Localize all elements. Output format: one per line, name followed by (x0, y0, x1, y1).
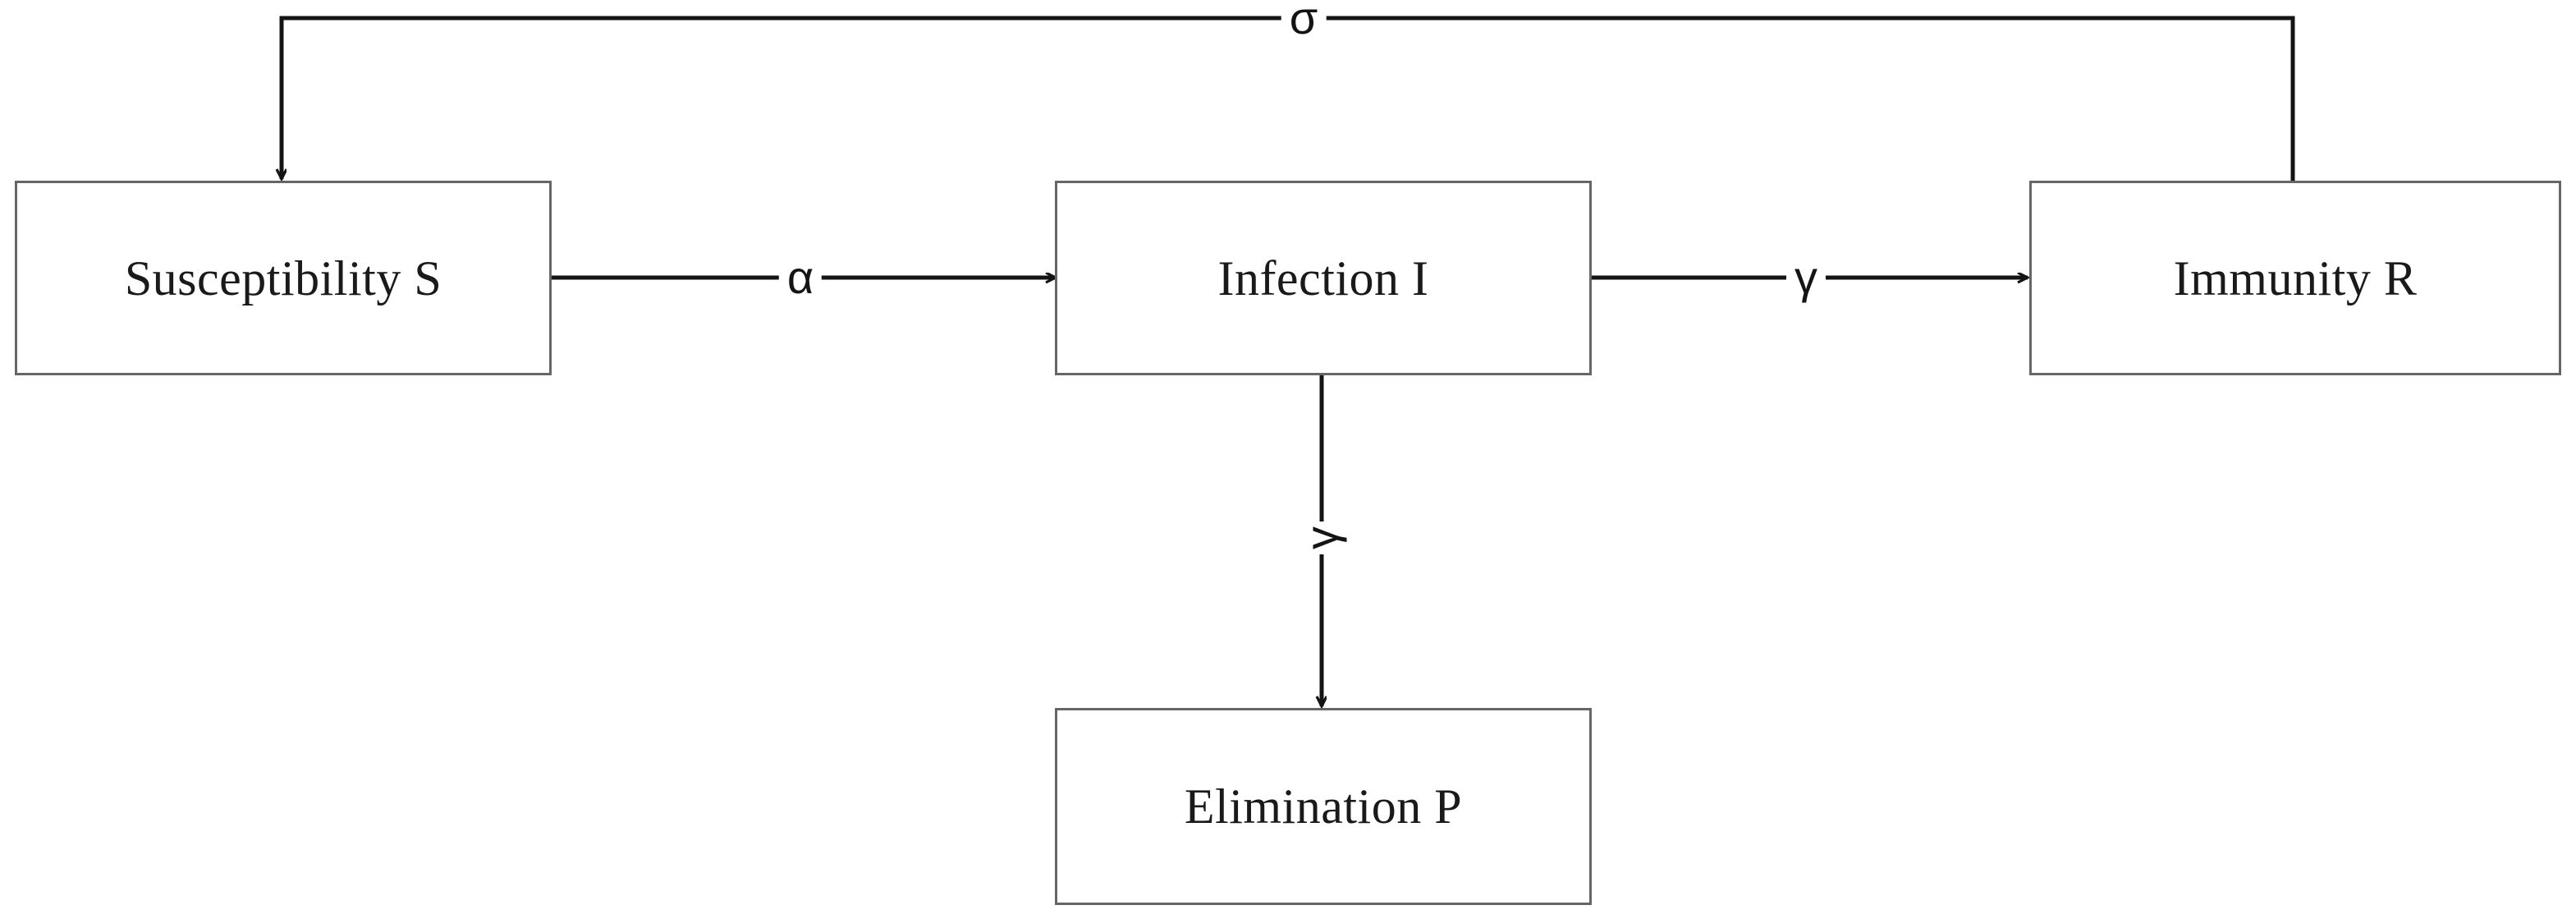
edge-label-sigma: σ (1281, 0, 1327, 41)
node-immunity[interactable]: Immunity R (2029, 181, 2561, 375)
node-elimination[interactable]: Elimination P (1055, 708, 1592, 905)
node-infection[interactable]: Infection I (1055, 181, 1592, 375)
node-elimination-label: Elimination P (1184, 779, 1463, 834)
edge-label-gamma-vertical: γ (1295, 522, 1347, 554)
edge-label-alpha: α (778, 255, 823, 301)
node-susceptibility-label: Susceptibility S (124, 250, 442, 306)
edge-immunity-to-susceptibility (282, 16, 2295, 181)
node-infection-label: Infection I (1217, 250, 1429, 306)
edge-label-gamma-horizontal: γ (1786, 255, 1826, 301)
node-immunity-label: Immunity R (2173, 250, 2418, 306)
node-susceptibility[interactable]: Susceptibility S (15, 181, 552, 375)
